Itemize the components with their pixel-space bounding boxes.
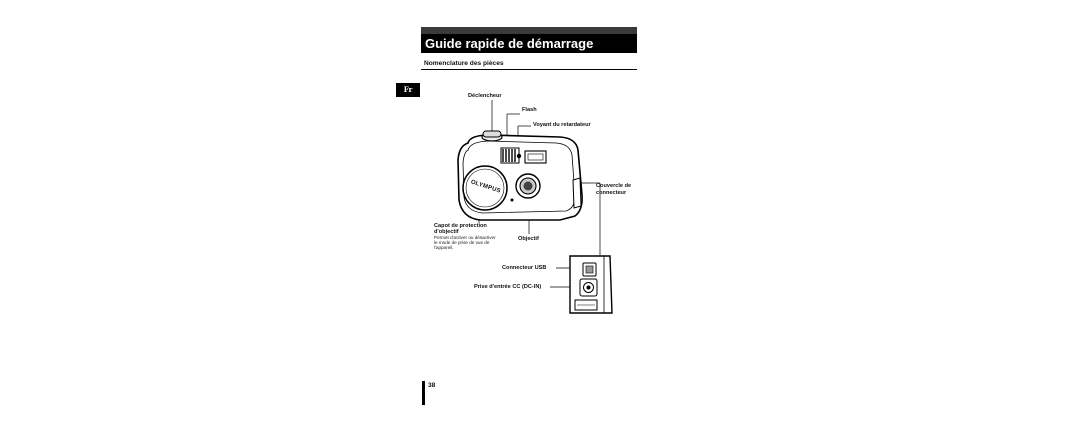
lens-barrier-desc-2: le mode de prise de vue de (434, 240, 490, 245)
label-flash: Flash (522, 107, 537, 113)
connector-panel (569, 255, 613, 314)
label-lens-barrier-2: d'objectif (434, 229, 459, 235)
label-lens-barrier-1: Capot de protection (434, 223, 487, 229)
label-self-timer: Voyant du retardateur (533, 122, 591, 128)
label-dc-in: Prise d'entrée CC (DC-IN) (474, 284, 542, 290)
title-bar (421, 34, 637, 53)
label-connector-cover-1: Couvercle de (596, 183, 632, 189)
page-number: 38 (428, 382, 436, 389)
camera-body (457, 130, 583, 221)
page-title: Guide rapide de démarrage (425, 36, 594, 51)
section-title: Nomenclature des pièces (424, 60, 504, 67)
label-connector-cover-2: connecteur (596, 190, 627, 196)
label-lens: Objectif (518, 236, 539, 242)
lens-barrier-desc-3: l'appareil. (434, 245, 454, 250)
title-bar-accent (421, 27, 637, 34)
page-number-bar (422, 381, 425, 405)
language-tab: Fr (396, 83, 420, 97)
label-shutter: Déclencheur (468, 93, 502, 99)
section-divider (421, 69, 637, 70)
label-usb: Connecteur USB (502, 265, 547, 271)
lens-barrier-desc-1: Permet d'activer ou désactiver (434, 235, 496, 240)
